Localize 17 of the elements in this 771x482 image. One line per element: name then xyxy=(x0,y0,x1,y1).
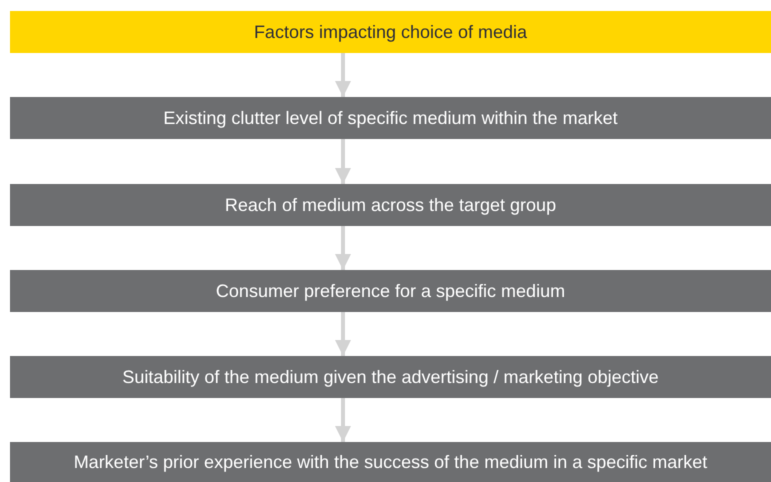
factor-bar xyxy=(10,184,771,226)
arrow xyxy=(335,312,351,356)
factor-bar xyxy=(10,442,771,482)
factor-text: Reach of medium across the target group xyxy=(224,194,556,216)
arrow xyxy=(335,226,351,270)
factor-text: Marketer’s prior experience with the success of the medium in a specific market xyxy=(74,452,708,472)
factor-text: Consumer preference for a specific medium xyxy=(216,280,566,302)
factor-bar xyxy=(10,356,771,398)
heading-bar xyxy=(10,11,771,53)
factor-text: Existing clutter level of specific medium within the market xyxy=(163,108,618,128)
heading-text: Factors impacting choice of media xyxy=(254,22,528,42)
arrow xyxy=(335,398,351,442)
factor-bar xyxy=(10,97,771,139)
arrow xyxy=(335,53,351,97)
factor-text: Suitability of the medium given the advertising / marketing objective xyxy=(122,366,659,388)
arrow xyxy=(335,139,351,184)
factor-bar xyxy=(10,270,771,312)
